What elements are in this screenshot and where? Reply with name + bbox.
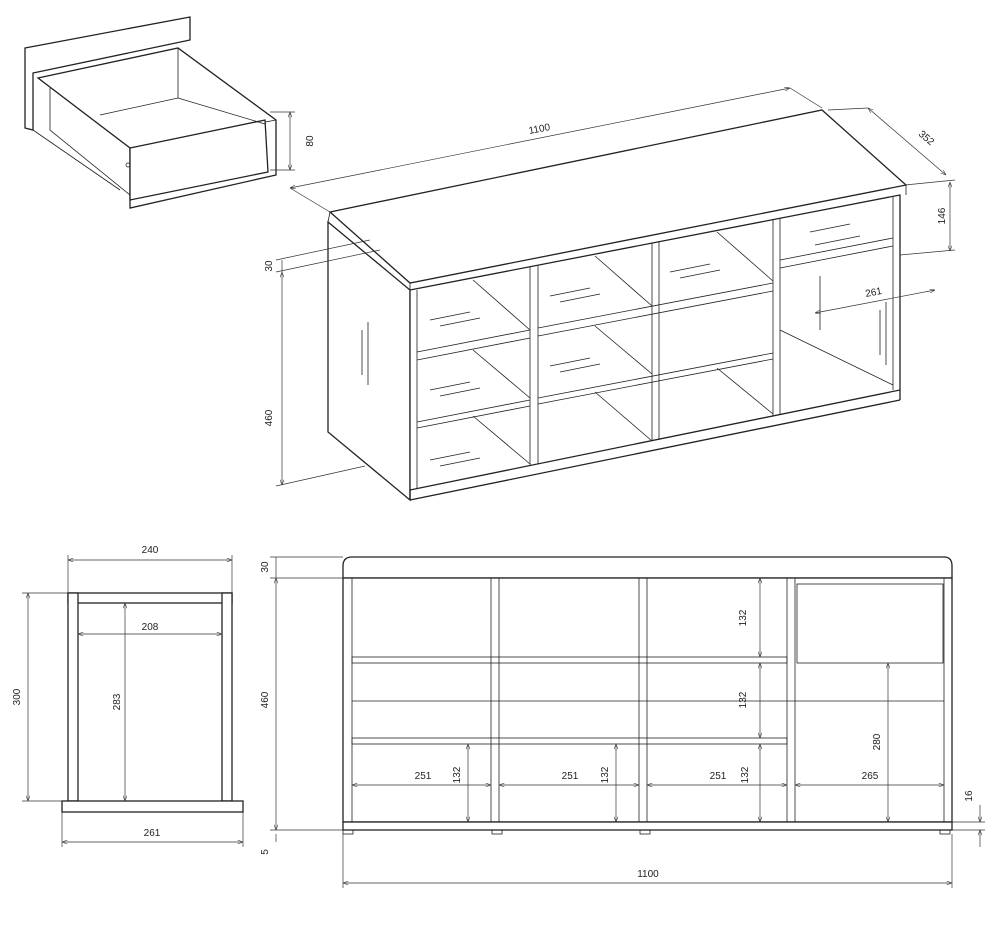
dim-bottom-1: 132 (452, 766, 463, 783)
dim-base: 16 (964, 790, 975, 802)
dim-width-3: 251 (710, 771, 727, 782)
dim-iso-drawer-width: 261 (864, 286, 883, 300)
dim-front-foot: 5 (260, 849, 271, 855)
dim-side-inner-height: 283 (112, 693, 123, 710)
dim-side-base-width: 261 (144, 828, 161, 839)
dim-side-height: 300 (12, 688, 23, 705)
dim-shelf-2: 132 (738, 691, 749, 708)
dim-bottom-3: 132 (740, 766, 751, 783)
dim-bottom-2: 132 (600, 766, 611, 783)
iso-drawer: 80 (24, 16, 316, 209)
dim-side-inner-width: 208 (142, 622, 159, 633)
dim-width-2: 251 (562, 771, 579, 782)
side-view: 240 208 300 283 261 (12, 545, 244, 847)
front-view: 30 460 5 132 132 132 132 132 251 251 251… (260, 556, 985, 888)
dim-iso-height: 460 (264, 409, 275, 426)
dim-drawer-clearance: 280 (872, 733, 883, 750)
dim-side-outer-width: 240 (142, 545, 159, 556)
dim-iso-drawer-height: 146 (937, 207, 948, 224)
dim-iso-length: 1100 (528, 122, 552, 137)
dim-iso-depth: 352 (916, 129, 936, 148)
dim-total-length: 1100 (637, 869, 659, 880)
dim-width-1: 251 (415, 771, 432, 782)
dim-shelf-1: 132 (738, 609, 749, 626)
iso-bench: 1100 352 146 261 30 460 (264, 88, 956, 502)
dim-front-height: 460 (260, 691, 271, 708)
dim-iso-cushion: 30 (264, 260, 275, 272)
dim-drawer-height: 80 (305, 135, 316, 147)
dim-width-4: 265 (862, 771, 879, 782)
dim-front-cushion: 30 (260, 561, 271, 573)
